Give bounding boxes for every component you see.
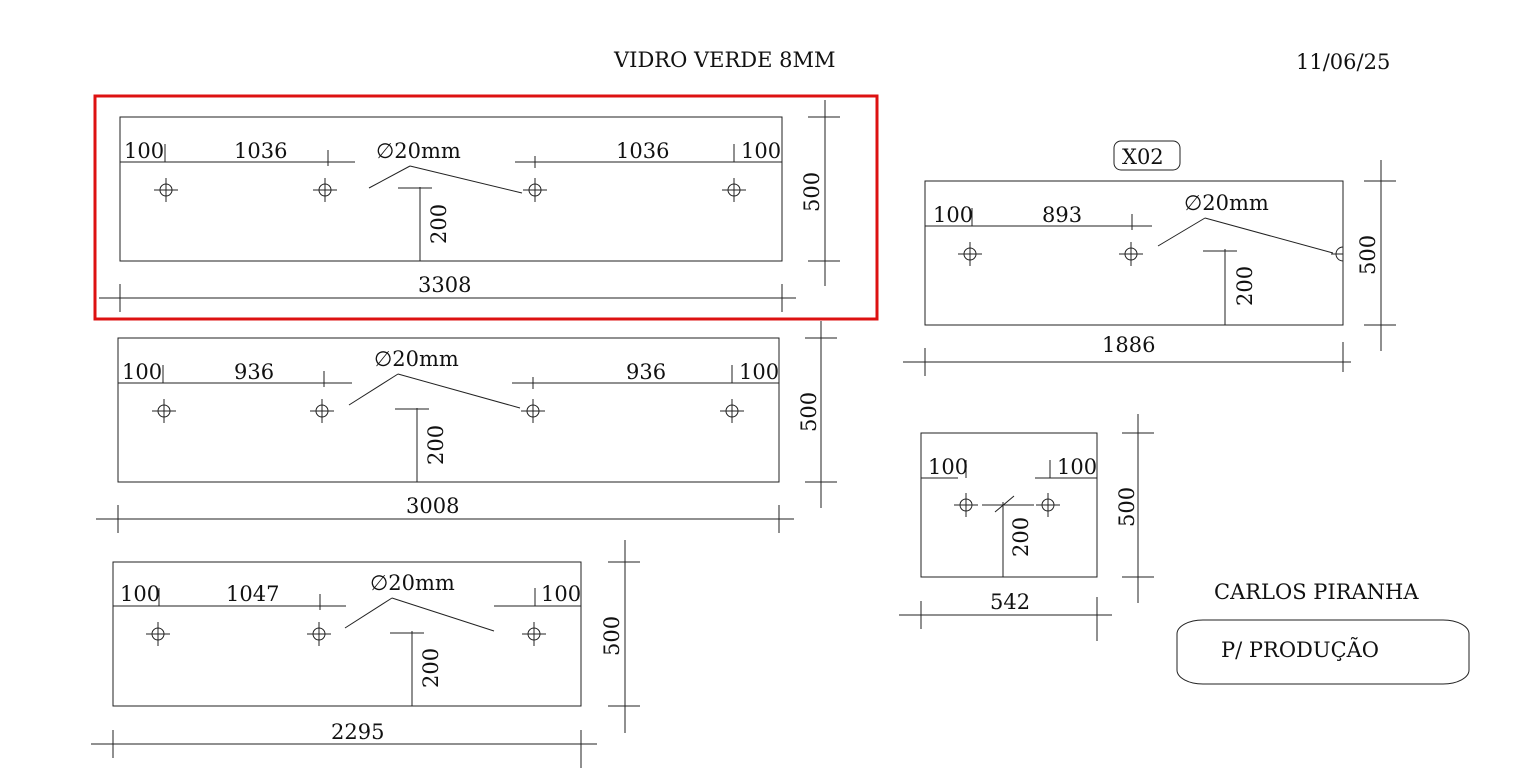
production-stamp: P/ PRODUÇÃO — [1176, 619, 1470, 685]
dim-width: 1886 — [1102, 333, 1155, 357]
dim-edge-left: 100 — [122, 360, 162, 384]
production-note: P/ PRODUÇÃO — [1221, 638, 1379, 662]
dim-span-left: 936 — [234, 360, 274, 384]
dim-edge-left: 100 — [124, 139, 164, 163]
dim-span-left: 1047 — [226, 582, 279, 606]
dim-span-right: 1036 — [616, 139, 669, 163]
hole-diameter-label: ∅20mm — [370, 571, 455, 595]
dim-edge-left: 100 — [928, 455, 968, 479]
dim-edge-right: 100 — [739, 360, 779, 384]
panel-outline — [112, 561, 582, 707]
dim-height: 500 — [1115, 487, 1139, 527]
dim-hole-depth: 200 — [1009, 517, 1033, 557]
panel-2295[interactable]: 100 1047 100 ∅20mm 200 500 2295 — [91, 540, 640, 768]
production-stamp-box — [1176, 619, 1470, 685]
dim-edge-right: 100 — [1057, 455, 1097, 479]
dim-width: 3008 — [406, 494, 459, 518]
panel-outline — [119, 116, 783, 262]
dim-width: 3308 — [418, 273, 471, 297]
dim-hole-depth: 200 — [424, 425, 448, 465]
hole-diameter-label: ∅20mm — [376, 139, 461, 163]
panel-outline — [117, 337, 780, 483]
panel-tag-box — [1113, 140, 1181, 171]
selection-highlight — [93, 94, 879, 321]
dim-height: 500 — [800, 172, 824, 212]
dim-span-left: 1036 — [234, 139, 287, 163]
dim-height: 500 — [600, 616, 624, 656]
hole-diameter-label: ∅20mm — [1184, 191, 1269, 215]
dim-height: 500 — [1356, 235, 1380, 275]
dim-hole-depth: 200 — [427, 204, 451, 244]
dim-width: 2295 — [331, 720, 384, 744]
panel-tag: X02 — [1122, 145, 1164, 169]
dim-height: 500 — [797, 392, 821, 432]
dim-edge-right: 100 — [741, 139, 781, 163]
dim-width: 542 — [990, 590, 1030, 614]
dim-span-left: 893 — [1042, 203, 1082, 227]
dim-hole-depth: 200 — [1233, 266, 1257, 306]
hole-diameter-label: ∅20mm — [374, 347, 459, 371]
panel-3008[interactable]: 100 936 936 100 ∅20mm 200 500 3008 — [96, 321, 837, 533]
client-name: CARLOS PIRANHA — [1214, 580, 1419, 604]
dim-edge-right: 100 — [541, 582, 581, 606]
dim-hole-depth: 200 — [419, 648, 443, 688]
material-title: VIDRO VERDE 8MM — [613, 48, 836, 72]
panel-3308[interactable]: 100 1036 1036 100 ∅20mm 200 500 3308 — [99, 100, 840, 312]
dim-edge-left: 100 — [120, 582, 160, 606]
dim-span-right: 936 — [626, 360, 666, 384]
panel-1886-x02[interactable]: X02 100 893 ∅20mm 200 500 1886 — [903, 140, 1396, 376]
dim-edge-left: 100 — [933, 203, 973, 227]
drawing-date: 11/06/25 — [1296, 50, 1390, 74]
panel-542[interactable]: 100 100 200 500 542 — [899, 414, 1154, 641]
